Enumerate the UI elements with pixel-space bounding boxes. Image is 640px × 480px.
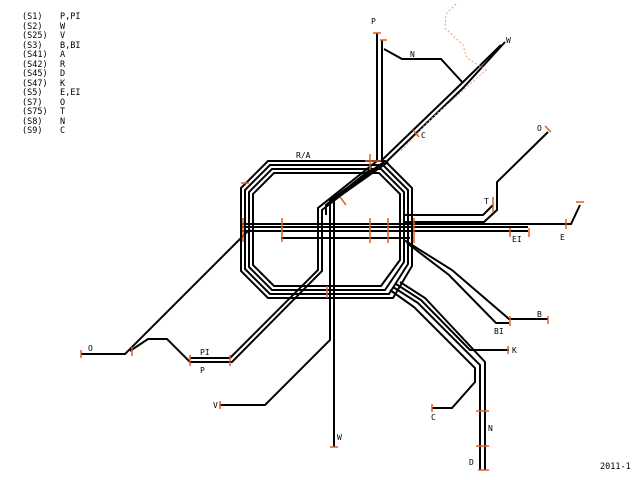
legend-terminals: P,PI bbox=[60, 12, 81, 22]
legend-line-code: (S2) bbox=[22, 21, 43, 32]
ring-track-2 bbox=[244, 164, 409, 295]
label-ring: R/A bbox=[296, 151, 311, 160]
legend-line-code: (S3) bbox=[22, 40, 43, 51]
legend-terminals: R bbox=[60, 59, 66, 70]
label-p-west: P bbox=[200, 366, 205, 375]
legend-terminals: W bbox=[60, 21, 66, 32]
line-p-west bbox=[129, 164, 381, 363]
legend-row: (S5) E,EI bbox=[22, 88, 81, 99]
legend-row: (S47) K bbox=[22, 78, 80, 90]
label-e-east: E bbox=[560, 233, 565, 242]
ring-track-inner bbox=[252, 172, 401, 287]
legend-row: (S41) A bbox=[22, 50, 80, 61]
line-w-south bbox=[333, 161, 389, 447]
construction-line bbox=[399, 3, 487, 153]
legend-line-code: (S25) bbox=[22, 31, 48, 41]
label-n-south: N bbox=[488, 424, 493, 433]
label-n-north: N bbox=[410, 50, 415, 59]
label-p-north: P bbox=[371, 17, 376, 26]
legend-line-code: (S8) bbox=[22, 116, 43, 127]
label-o-west: O bbox=[88, 344, 93, 353]
legend-row: (S7) O bbox=[22, 97, 80, 109]
legend-line-code: (S9) bbox=[22, 126, 43, 136]
line-c-south bbox=[389, 289, 476, 409]
label-k-southeast: K bbox=[512, 346, 517, 355]
legend-row: (S1) P,PI bbox=[22, 12, 81, 23]
line-o-east bbox=[404, 131, 549, 223]
station-tick bbox=[412, 129, 420, 138]
line-d-south bbox=[399, 281, 486, 470]
label-c-north: C bbox=[421, 131, 426, 140]
line-legend: (S1)P,PI(S2)W(S25)V(S3)B,BI(S41)A(S42)R(… bbox=[22, 12, 81, 137]
map-version: 2011-1 bbox=[600, 462, 631, 472]
line-o-west bbox=[81, 228, 251, 355]
label-c-south: C bbox=[431, 413, 436, 422]
legend-terminals: A bbox=[60, 50, 66, 60]
legend-row: (S45) D bbox=[22, 69, 80, 80]
label-bi-southeast: BI bbox=[494, 327, 504, 336]
label-ei-east: EI bbox=[512, 235, 522, 244]
label-pi-west: PI bbox=[200, 348, 210, 357]
legend-row: (S25) V bbox=[22, 31, 80, 42]
legend-line-code: (S41) bbox=[22, 50, 48, 60]
legend-line-code: (S75) bbox=[22, 107, 48, 117]
label-w-northeast: W bbox=[506, 36, 511, 45]
label-d-south: D bbox=[469, 458, 474, 467]
line-bi-southeast bbox=[406, 242, 509, 324]
station-tick bbox=[544, 125, 552, 133]
label-o-east: O bbox=[537, 124, 542, 133]
legend-terminals: N bbox=[60, 116, 66, 127]
legend-terminals: V bbox=[60, 31, 66, 41]
legend-line-code: (S42) bbox=[22, 59, 48, 70]
legend-line-code: (S1) bbox=[22, 12, 43, 22]
line-pi-west bbox=[190, 160, 378, 359]
label-t-east: T bbox=[484, 197, 489, 206]
label-b-southeast: B bbox=[537, 310, 542, 319]
line-e-east bbox=[241, 204, 581, 225]
legend-line-code: (S45) bbox=[22, 69, 48, 79]
legend-row: (S75) T bbox=[22, 107, 80, 118]
legend-line-code: (S47) bbox=[22, 78, 48, 89]
legend-line-code: (S5) bbox=[22, 88, 43, 98]
legend-line-code: (S7) bbox=[22, 97, 43, 108]
legend-terminals: C bbox=[60, 126, 66, 136]
legend-terminals: D bbox=[60, 69, 66, 79]
line-b-southeast bbox=[403, 239, 548, 320]
legend-terminals: T bbox=[60, 107, 66, 117]
legend-terminals: O bbox=[60, 97, 66, 108]
line-n-north bbox=[383, 48, 464, 84]
label-w-south: W bbox=[337, 433, 342, 442]
ring-track-outer bbox=[240, 160, 413, 299]
legend-terminals: K bbox=[60, 78, 66, 89]
line-n-south bbox=[392, 286, 481, 470]
label-v-southwest: V bbox=[213, 401, 218, 410]
ring-track-3 bbox=[248, 168, 405, 291]
legend-row: (S2) W bbox=[22, 21, 80, 33]
line-k-southeast bbox=[395, 283, 509, 351]
line-inner-connector bbox=[325, 167, 373, 215]
legend-row: (S8) N bbox=[22, 116, 80, 128]
line-t-east bbox=[404, 204, 494, 216]
station-tick bbox=[339, 196, 347, 206]
legend-row: (S42) R bbox=[22, 59, 80, 71]
legend-row: (S3) B,BI bbox=[22, 40, 81, 52]
legend-terminals: E,EI bbox=[60, 88, 81, 98]
legend-row: (S9) C bbox=[22, 126, 80, 137]
line-w-northeast bbox=[382, 41, 506, 166]
legend-terminals: B,BI bbox=[60, 40, 81, 51]
line-w-northeast-2 bbox=[380, 44, 502, 162]
